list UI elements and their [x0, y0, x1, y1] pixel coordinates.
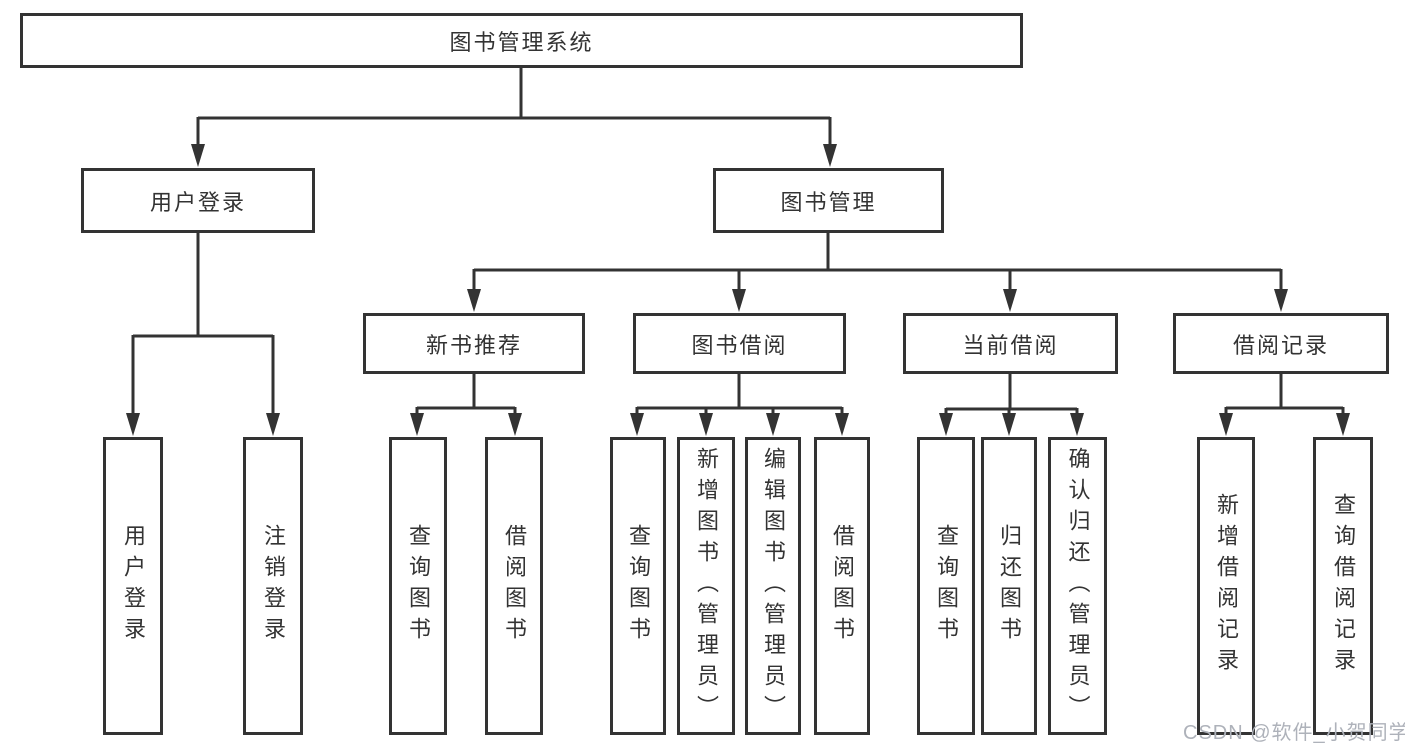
leaf-recommend-borrow-books: 借阅图书 [485, 437, 543, 735]
leaf-borrowing-query-books: 查询图书 [610, 437, 666, 735]
node-borrowing-records: 借阅记录 [1173, 313, 1389, 374]
leaf-user-login: 用户登录 [103, 437, 163, 735]
leaf-current-confirm-return-admin: 确认归还（管理员） [1048, 437, 1107, 735]
node-new-book-recommend: 新书推荐 [363, 313, 585, 374]
leaf-borrowing-add-books-admin: 新增图书（管理员） [677, 437, 735, 735]
leaf-current-query-books: 查询图书 [917, 437, 975, 735]
arrowhead-icons [126, 144, 1350, 436]
node-current-borrowing: 当前借阅 [903, 313, 1118, 374]
leaf-logout: 注销登录 [243, 437, 303, 735]
csdn-watermark: CSDN @软件_小贺同学 [1183, 722, 1405, 744]
node-user-login: 用户登录 [81, 168, 315, 233]
node-book-borrowing: 图书借阅 [633, 313, 846, 374]
leaf-current-return-books: 归还图书 [981, 437, 1037, 735]
leaf-borrowing-borrow-books: 借阅图书 [814, 437, 870, 735]
node-book-management: 图书管理 [713, 168, 944, 233]
leaf-recommend-query-books: 查询图书 [389, 437, 447, 735]
leaf-records-add-record: 新增借阅记录 [1197, 437, 1255, 735]
leaf-records-query-record: 查询借阅记录 [1313, 437, 1373, 735]
node-root: 图书管理系统 [20, 13, 1023, 68]
leaf-borrowing-edit-books-admin: 编辑图书（管理员） [745, 437, 801, 735]
